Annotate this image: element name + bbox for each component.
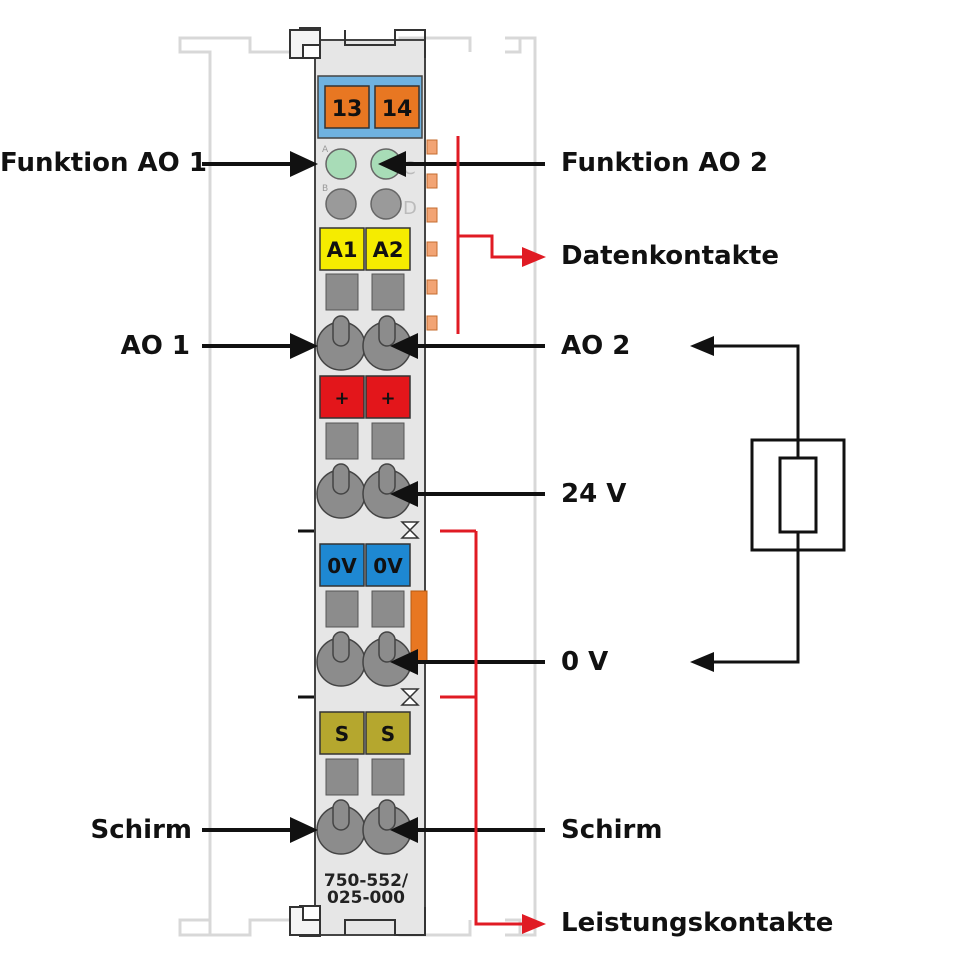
power-contact-separator-top [298, 521, 420, 539]
label-leistungskontakte: Leistungskontakte [561, 908, 834, 938]
label-0v: 0 V [561, 647, 609, 677]
marker-plus-right: + [380, 388, 395, 409]
marker-a2: A2 [373, 238, 404, 262]
resistor-icon [778, 456, 818, 534]
row-shield: S S [316, 711, 412, 855]
label-funktion-ao1: Funktion AO 1 [0, 148, 207, 178]
label-ao2: AO 2 [561, 331, 631, 361]
label-24v: 24 V [561, 479, 627, 509]
row-supply-0v: 0V 0V [316, 543, 428, 687]
part-number-line2: 025-000 [327, 888, 405, 908]
marker-s-right: S [381, 722, 395, 746]
top-marker-strip: 13 14 [317, 75, 423, 139]
marker-14: 14 [382, 97, 413, 122]
led-d-icon [370, 188, 402, 220]
marker-s-left: S [335, 722, 349, 746]
data-contact-tabs [426, 139, 438, 331]
label-ao1: AO 1 [120, 331, 190, 361]
marker-0v-left: 0V [327, 554, 357, 578]
marker-0v-right: 0V [373, 554, 403, 578]
label-funktion-ao2: Funktion AO 2 [561, 148, 768, 178]
row-analog-outputs: A1 A2 [316, 227, 412, 371]
leistungskontakte-bracket [440, 529, 546, 934]
led-b-icon [325, 188, 357, 220]
led-letter-a: A [322, 145, 329, 155]
datenkontakte-bracket [456, 136, 546, 334]
adjacent-module-outline [178, 36, 537, 937]
left-arrows [202, 151, 318, 843]
part-number-line1: 750-552/ [324, 871, 409, 891]
marker-a1: A1 [327, 238, 358, 262]
led-letter-b: B [322, 184, 328, 194]
label-datenkontakte: Datenkontakte [561, 241, 779, 271]
marker-13: 13 [332, 97, 363, 122]
marker-plus-left: + [334, 388, 349, 409]
led-a-icon [325, 148, 357, 180]
load-circuit [690, 336, 846, 672]
label-schirm-right: Schirm [561, 815, 663, 845]
label-schirm-left: Schirm [90, 815, 192, 845]
led-letter-d: D [403, 198, 417, 219]
power-contact-separator-bottom [298, 688, 420, 706]
status-leds: A C B D [322, 145, 417, 220]
row-supply-24v: + + [316, 375, 412, 519]
